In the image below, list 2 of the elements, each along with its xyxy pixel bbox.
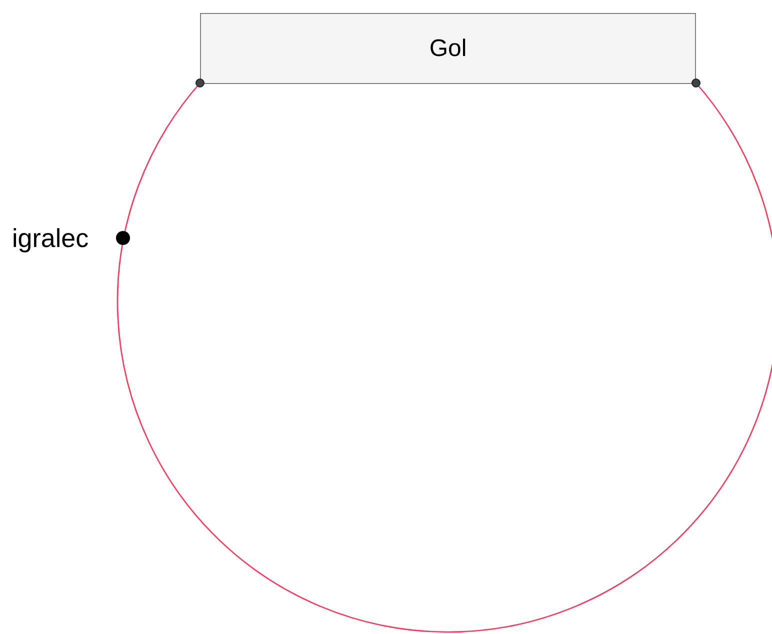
point-label: igralec	[12, 222, 89, 254]
goal-box: Gol	[200, 13, 696, 84]
